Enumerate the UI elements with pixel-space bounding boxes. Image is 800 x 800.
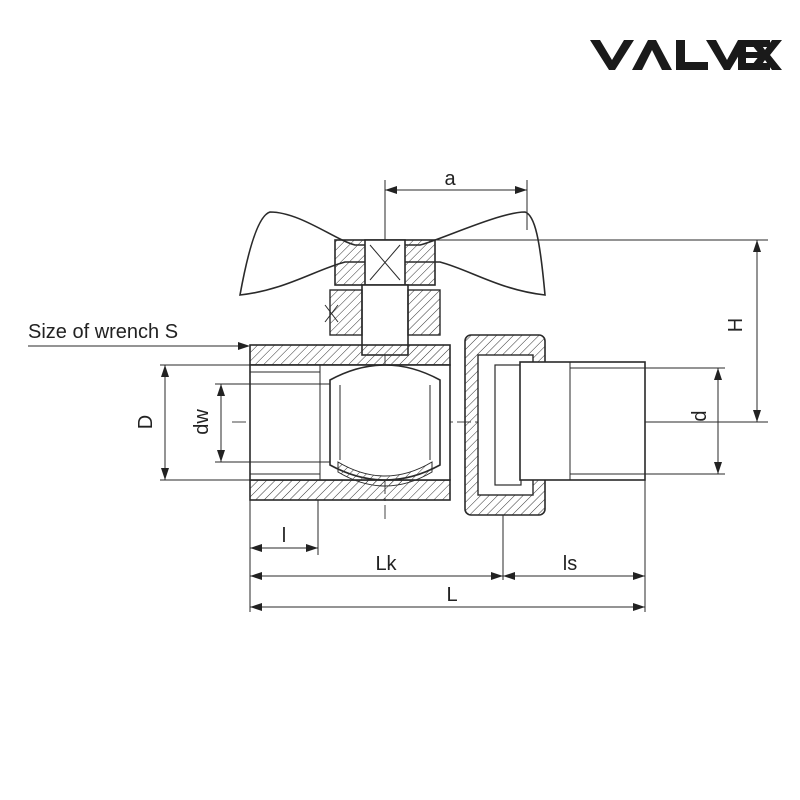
dimension-ls [503,572,645,580]
dimension-dw [215,383,330,463]
label-H: H [725,318,747,332]
wrench-leader [28,342,250,350]
stem-packing-left [329,289,363,336]
label-ls: ls [563,553,577,575]
label-dw: dw [191,409,213,435]
dimension-a [384,180,528,240]
body-left [249,364,451,481]
dimension-d [645,367,725,475]
label-a: a [444,168,456,190]
label-wrench-size: Size of wrench S [28,321,178,343]
label-l: l [282,525,286,547]
dimension-l [250,544,318,552]
label-d: d [689,410,711,421]
label-L: L [446,584,457,606]
valvex-logo-mark [590,40,782,70]
stem-packing-right [407,289,441,336]
dimension-L [250,603,645,611]
label-D: D [135,415,157,429]
body-left-hatch-top [249,344,451,366]
body-left-hatch-bottom [249,479,451,501]
body-right-tail [519,361,646,481]
label-Lk: Lk [375,553,397,575]
brand-logo [590,40,782,70]
dimension-H [420,239,768,423]
dimension-Lk [250,572,503,580]
dimension-D [160,364,250,481]
